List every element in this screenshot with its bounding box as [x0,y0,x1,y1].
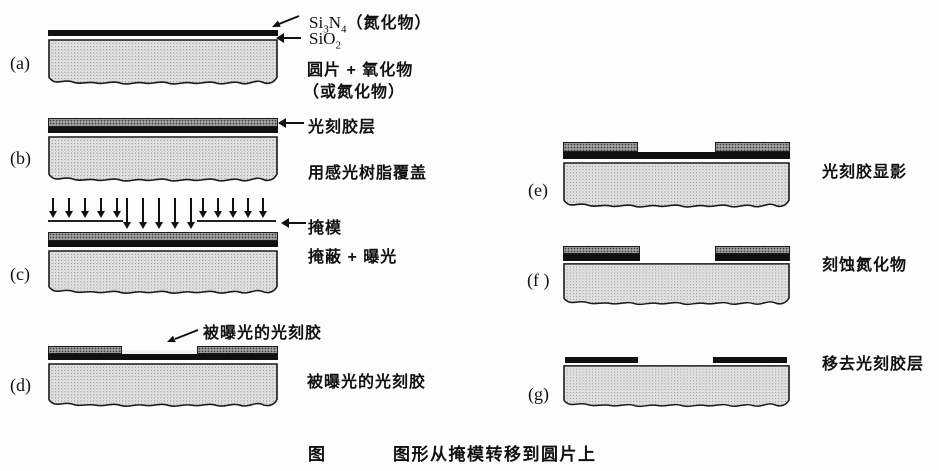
step-e-annotation: 光刻胶显影 [822,164,908,181]
exposure-arrow-icon [123,198,131,229]
step-c-annotation-2: 掩蔽 + 曝光 [308,249,398,266]
step-f-letter: (f ) [527,270,550,290]
oxide-layer [48,133,278,136]
oxide-layer [48,36,278,39]
sio2-label: SiO2 [309,29,341,52]
step-g-annotation: 移去光刻胶层 [822,356,925,373]
mask-segment [197,220,276,222]
nitride-patch [565,357,638,363]
sio2-pointer-arrow-icon [276,33,301,43]
photoresist-patch [715,142,790,152]
photoresist-patch [563,142,638,152]
step-d-annotation: 被曝光的光刻胶 [307,374,427,391]
step-b-annotation: 光刻胶层 [308,119,377,136]
oxide-layer [563,159,790,162]
nitride-layer [48,30,278,36]
step-c-letter: (c) [10,264,30,284]
photoresist-patch [197,346,278,354]
exposure-arrow-icon [155,198,163,229]
wafer-cross-section [563,162,790,208]
exposure-arrow-icon [171,198,179,229]
nitride-patch [563,254,640,261]
caption-prefix: 图 [308,445,327,464]
step-f-annotation: 刻蚀氮化物 [822,257,908,274]
photoresist-layer [48,232,278,241]
exposure-arrow-icon [65,198,73,218]
exposure-arrow-icon [187,198,195,229]
photoresist-pointer-arrow-icon [278,118,304,128]
si3n4-pointer-arrow-icon [272,15,300,27]
exposure-arrow-icon [214,198,222,218]
step-a-annotation: 圆片 + 氧化物 [307,62,414,79]
wafer-cross-section [563,263,790,306]
wafer-cross-section [48,250,278,294]
nitride-patch [715,254,790,261]
mask-pointer-arrow-icon [281,218,306,228]
nitride-patch [713,357,787,363]
step-b-annotation-2: 用感光树脂覆盖 [308,165,428,182]
wafer-cross-section [563,365,790,408]
photoresist-patch [715,246,790,254]
exposure-arrow-icon [139,198,147,229]
exposure-arrow-icon [229,198,237,218]
oxide-layer [48,360,278,363]
nitride-layer [48,241,278,247]
step-e-letter: (e) [528,180,548,200]
step-d-annotation-top: 被曝光的光刻胶 [203,325,323,342]
exposure-arrow-icon [113,198,121,218]
nitride-layer [48,127,278,133]
wafer-cross-section [48,363,278,407]
si3n4-label: Si3N4（氮化物） [309,13,432,36]
exposure-arrow-icon [259,198,267,218]
oxide-layer [48,247,278,250]
exposed-resist-pointer-arrow-icon [167,329,199,343]
mask-segment [48,220,123,222]
step-d-letter: (d) [10,375,31,395]
exposure-arrow-icon [81,198,89,218]
caption-title: 图形从掩模转移到圆片上 [393,445,597,464]
photoresist-layer [48,118,278,127]
nitride-layer [48,354,278,360]
step-a-letter: (a) [10,53,30,73]
nitride-layer [563,152,790,159]
step-c-annotation: 掩模 [308,220,343,237]
exposure-arrow-icon [49,198,57,218]
step-g-letter: (g) [528,384,549,404]
photoresist-patch [563,246,640,254]
wafer-cross-section [48,39,278,85]
step-b-letter: (b) [10,148,31,168]
wafer-cross-section [48,136,278,182]
photoresist-patch [48,346,122,354]
exposure-arrow-icon [244,198,252,218]
step-a-annotation-2: （或氮化物） [303,84,406,101]
exposure-arrow-icon [199,198,207,218]
exposure-arrow-icon [97,198,105,218]
